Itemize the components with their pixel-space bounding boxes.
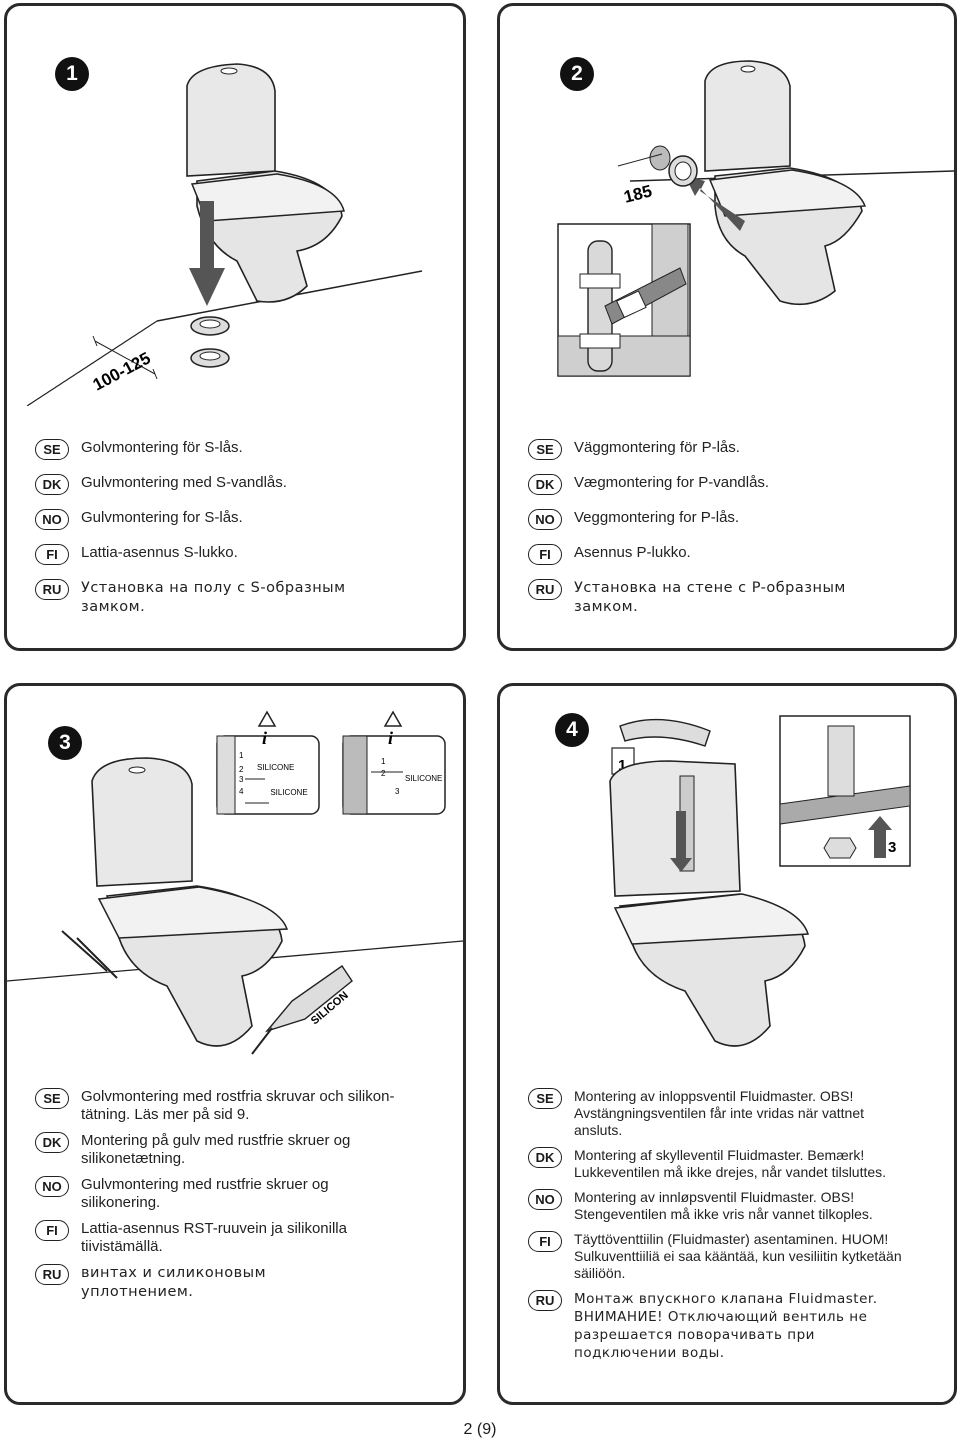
lang-badge: FI: [528, 1231, 562, 1252]
instruction-text: Asennus P-lukko.: [574, 544, 691, 561]
instruction-se: SE Golvmontering med rostfria skruvar och…: [35, 1088, 449, 1124]
step-4-panel: 4 3 1 2 SE Montering av inloppsventil Flu…: [497, 683, 957, 1405]
instruction-text: Установка на стене с P-образным замком.: [574, 580, 846, 615]
instruction-ru: RU Монтаж впускного клапана Fluidmaster. …: [528, 1290, 940, 1362]
detail-number: 2: [239, 765, 244, 774]
sub-step-number: 3: [888, 839, 896, 856]
lang-badge: NO: [528, 1189, 562, 1210]
instruction-text: Gulvmontering med rustfrie skruer og sil…: [81, 1176, 329, 1211]
step-2-panel: 2 185 SE Väggmontering för P-lås. DK Vægmo…: [497, 3, 957, 651]
lang-badge: RU: [35, 1264, 69, 1285]
lang-badge: SE: [528, 439, 562, 460]
info-icon: i: [388, 728, 393, 748]
lang-badge: RU: [528, 579, 562, 600]
info-icon: i: [262, 728, 267, 748]
lang-badge: SE: [35, 1088, 69, 1109]
detail-number: 4: [239, 787, 244, 796]
instruction-list: SE Väggmontering för P-lås. DK Vægmonterin…: [528, 439, 940, 625]
silicone-label: SILICONE: [257, 763, 294, 772]
instruction-fi: FI Lattia-asennus S-lukko.: [35, 544, 449, 565]
step-number: 3: [48, 726, 82, 760]
lang-badge: RU: [35, 579, 69, 600]
lang-badge: RU: [528, 1290, 562, 1311]
step-number: 1: [55, 57, 89, 91]
lang-badge: SE: [35, 439, 69, 460]
instruction-fi: FI Asennus P-lukko.: [528, 544, 940, 565]
step-number: 2: [560, 57, 594, 91]
instruction-text: Gulvmontering for S-lås.: [81, 509, 243, 526]
instruction-no: NO Veggmontering for P-lås.: [528, 509, 940, 530]
instruction-text: Täyttöventtiilin (Fluidmaster) asentamin…: [574, 1231, 902, 1281]
instruction-no: NO Gulvmontering med rustfrie skruer og s…: [35, 1176, 449, 1212]
instruction-text: Vægmontering for P-vandlås.: [574, 474, 770, 491]
instruction-text: Väggmontering för P-lås.: [574, 439, 740, 456]
instruction-se: SE Montering av inloppsventil Fluidmaster…: [528, 1088, 940, 1139]
detail-number: 1: [239, 751, 244, 760]
lang-badge: NO: [528, 509, 562, 530]
lang-badge: NO: [35, 1176, 69, 1197]
instruction-no: NO Gulvmontering for S-lås.: [35, 509, 449, 530]
instruction-text: Montering av innløpsventil Fluidmaster. …: [574, 1189, 873, 1222]
wall-mount-p-trap-illustration: 185: [557, 60, 954, 377]
lang-badge: DK: [528, 1147, 562, 1168]
instruction-no: NO Montering av innløpsventil Fluidmaster…: [528, 1189, 940, 1223]
step-number: 4: [555, 713, 589, 747]
instruction-fi: FI Lattia-asennus RST-ruuvein ja silikoni…: [35, 1220, 449, 1256]
instruction-ru: RU Установка на полу с S-образным замком.: [35, 579, 449, 617]
instruction-text: Golvmontering med rostfria skruvar och s…: [81, 1088, 395, 1123]
instruction-text: Lattia-asennus RST-ruuvein ja silikonill…: [81, 1220, 347, 1255]
instruction-text: Установка на полу с S-образным замком.: [81, 580, 346, 615]
lang-badge: FI: [35, 1220, 69, 1241]
detail-number: 3: [239, 775, 244, 784]
silicone-label: SILICONE: [270, 788, 307, 797]
instruction-se: SE Väggmontering för P-lås.: [528, 439, 940, 460]
instruction-text: Montering på gulv med rustfrie skruer og…: [81, 1132, 351, 1167]
step-3-panel: 3 i 1 2 3 4 SILICONE SILICONE i 1 2 3 SI…: [4, 683, 466, 1405]
fill-valve-illustration: 3 1 2: [609, 715, 911, 1047]
lang-badge: NO: [35, 509, 69, 530]
instruction-text: Montering af skylleventil Fluidmaster. B…: [574, 1147, 887, 1180]
instruction-list: SE Golvmontering för S-lås. DK Gulvmonteri…: [35, 439, 449, 625]
instruction-dk: DK Gulvmontering med S-vandlås.: [35, 474, 449, 495]
lang-badge: FI: [35, 544, 69, 565]
lang-badge: DK: [528, 474, 562, 495]
instruction-text: Veggmontering for P-lås.: [574, 509, 740, 526]
silicone-mount-illustration: i 1 2 3 4 SILICONE SILICONE i 1 2 3 SILI…: [7, 710, 463, 1055]
instruction-dk: DK Vægmontering for P-vandlås.: [528, 474, 940, 495]
lang-badge: DK: [35, 474, 69, 495]
instruction-fi: FI Täyttöventtiilin (Fluidmaster) asentam…: [528, 1231, 940, 1282]
detail-number: 3: [395, 787, 400, 796]
instruction-text: Golvmontering för S-lås.: [81, 439, 243, 456]
step-1-panel: 1 100-125 SE Golvmontering för S-lås. DK G…: [4, 3, 466, 651]
page-number: 2 (9): [463, 1421, 497, 1438]
instruction-text: Lattia-asennus S-lukko.: [81, 544, 238, 561]
detail-number: 1: [381, 757, 386, 766]
instruction-text: Монтаж впускного клапана Fluidmaster. ВН…: [574, 1291, 878, 1361]
instruction-dk: DK Montering på gulv med rustfrie skruer …: [35, 1132, 449, 1168]
silicone-label: SILICONE: [405, 774, 442, 783]
instruction-text: винтах и силиконовым уплотнением.: [81, 1265, 267, 1300]
instruction-dk: DK Montering af skylleventil Fluidmaster.…: [528, 1147, 940, 1181]
instruction-list: SE Montering av inloppsventil Fluidmaster…: [528, 1088, 940, 1370]
instruction-text: Montering av inloppsventil Fluidmaster. …: [574, 1088, 865, 1138]
floor-mount-s-trap-illustration: 100-125: [26, 63, 423, 406]
lang-badge: SE: [528, 1088, 562, 1109]
lang-badge: FI: [528, 544, 562, 565]
instruction-ru: RU Установка на стене с P-образным замком…: [528, 579, 940, 617]
instruction-list: SE Golvmontering med rostfria skruvar och…: [35, 1088, 449, 1310]
instruction-ru: RU винтах и силиконовым уплотнением.: [35, 1264, 449, 1302]
instruction-text: Gulvmontering med S-vandlås.: [81, 474, 287, 491]
instruction-se: SE Golvmontering för S-lås.: [35, 439, 449, 460]
detail-number: 2: [381, 769, 386, 778]
lang-badge: DK: [35, 1132, 69, 1153]
sub-step-number: 1: [618, 757, 626, 774]
dimension-label: 185: [622, 181, 654, 206]
